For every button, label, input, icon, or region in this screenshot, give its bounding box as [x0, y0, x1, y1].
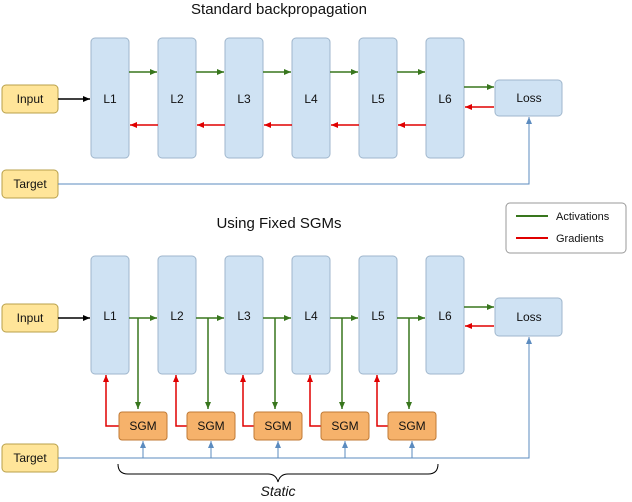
activation-arrows-top — [129, 69, 494, 90]
legend-activations-label: Activations — [556, 211, 610, 223]
layer-box — [157, 255, 197, 375]
loss-box-top — [494, 79, 563, 117]
layer-label: L4 — [304, 92, 318, 106]
gradient-arrows-top — [130, 104, 494, 128]
sgm-box — [387, 411, 437, 441]
legend-gradients-label: Gradients — [556, 233, 604, 245]
input-label-top: Input — [17, 92, 44, 106]
title-standard-backprop: Standard backpropagation — [191, 1, 367, 18]
layer-box — [358, 37, 398, 159]
layer-label: L1 — [103, 309, 117, 323]
layer-label: L6 — [438, 309, 452, 323]
sgm-box — [118, 411, 168, 441]
activation-arrows-bottom — [129, 304, 494, 409]
target-line-top — [58, 117, 532, 185]
loss-label-top: Loss — [516, 91, 541, 105]
sgm-box — [253, 411, 303, 441]
layer-box — [90, 255, 130, 375]
input-label-bottom: Input — [17, 311, 44, 325]
target-lines-bottom — [58, 337, 532, 459]
layer-box — [224, 255, 264, 375]
loss-box-bottom — [494, 297, 563, 337]
static-label: Static — [260, 483, 295, 499]
layer-label: L4 — [304, 309, 318, 323]
gradient-arrows-bottom — [103, 323, 494, 427]
layers-top: L1 L2 L3 L4 L5 L6 — [90, 37, 465, 159]
loss-label-bottom: Loss — [516, 310, 541, 324]
layer-label: L5 — [371, 92, 385, 106]
layer-box — [425, 37, 465, 159]
layer-box — [224, 37, 264, 159]
static-brace — [117, 463, 439, 483]
layer-label: L2 — [170, 92, 184, 106]
layer-label: L3 — [237, 92, 251, 106]
layer-label: L5 — [371, 309, 385, 323]
target-label-top: Target — [13, 177, 47, 191]
layer-label: L1 — [103, 92, 117, 106]
layer-label: L3 — [237, 309, 251, 323]
layer-box — [291, 37, 331, 159]
sgm-label: SGM — [398, 419, 425, 433]
layer-box — [358, 255, 398, 375]
layer-label: L2 — [170, 309, 184, 323]
sgm-label: SGM — [331, 419, 358, 433]
layer-box — [90, 37, 130, 159]
layer-label: L6 — [438, 92, 452, 106]
sgm-label: SGM — [264, 419, 291, 433]
target-label-bottom: Target — [13, 451, 47, 465]
title-fixed-sgms: Using Fixed SGMs — [216, 215, 341, 232]
layers-bottom: L1 L2 L3 L4 L5 L6 — [90, 255, 465, 375]
sgm-box — [186, 411, 236, 441]
sgm-box — [320, 411, 370, 441]
sgm-label: SGM — [129, 419, 156, 433]
layer-box — [425, 255, 465, 375]
layer-box — [291, 255, 331, 375]
sgm-label: SGM — [197, 419, 224, 433]
layer-box — [157, 37, 197, 159]
sgm-row: SGM SGM SGM SGM SGM — [118, 411, 437, 441]
